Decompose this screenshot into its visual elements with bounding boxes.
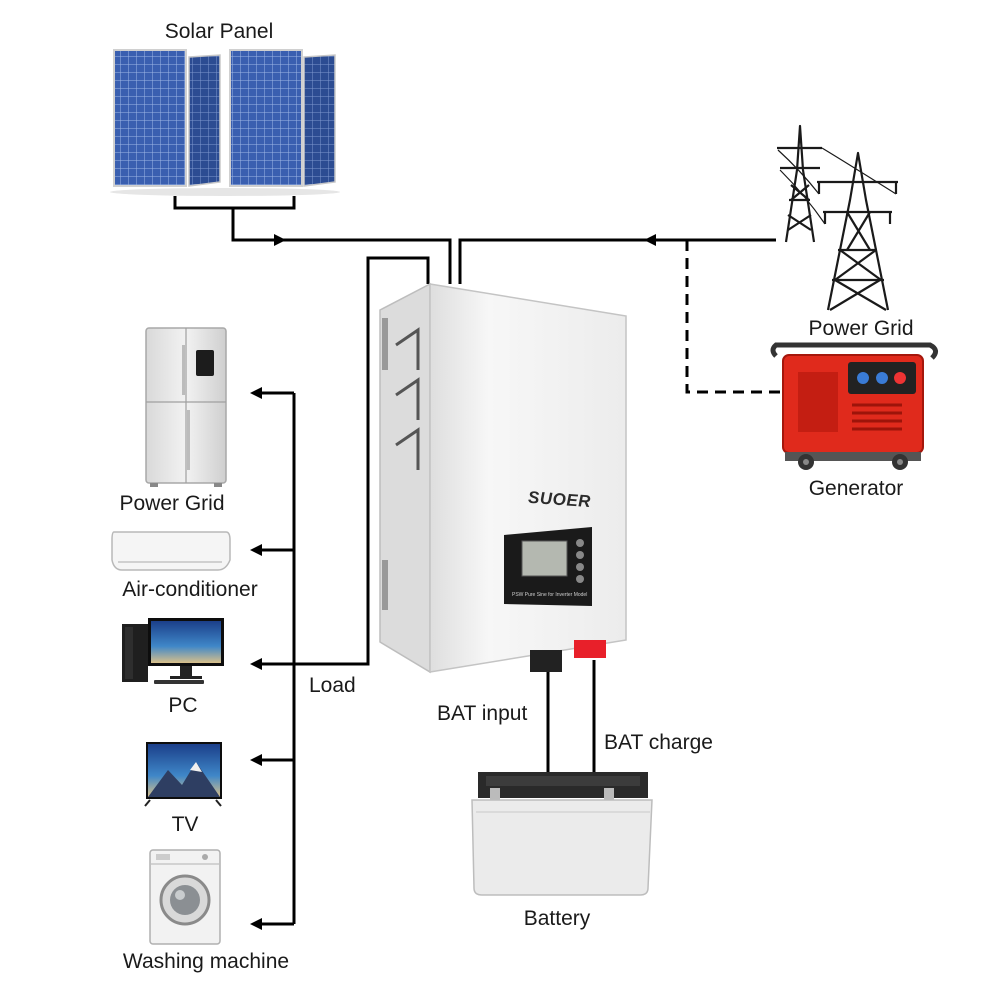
bat-charge-label: BAT charge xyxy=(604,731,713,754)
air-conditioner-icon xyxy=(111,531,231,571)
generator-dashed-link xyxy=(685,240,780,394)
transmission-tower-icon xyxy=(777,124,898,311)
refrigerator-label: Power Grid xyxy=(119,492,225,515)
load-label: Load xyxy=(309,674,356,697)
inverter-panel-caption: PSW Pure Sine for Inverter Model xyxy=(512,592,588,598)
generator-icon xyxy=(770,342,938,470)
bat-input-label: BAT input xyxy=(437,702,528,725)
inverter-icon xyxy=(379,282,627,674)
generator-label: Generator xyxy=(808,477,904,500)
computer-icon xyxy=(122,618,224,684)
tv-label: TV xyxy=(171,813,199,836)
solar-panel-icon xyxy=(110,49,340,196)
washing-machine-label: Washing machine xyxy=(122,950,290,973)
solar-panel-label: Solar Panel xyxy=(164,20,274,43)
washing-machine-icon xyxy=(149,849,221,945)
battery-label: Battery xyxy=(523,907,591,930)
air-conditioner-label: Air-conditioner xyxy=(122,578,258,601)
power-grid-label: Power Grid xyxy=(808,317,914,340)
pc-label: PC xyxy=(168,694,198,717)
refrigerator-icon xyxy=(145,327,227,487)
battery-icon xyxy=(471,772,653,896)
television-icon xyxy=(144,742,222,807)
flow-arrows xyxy=(250,234,656,930)
